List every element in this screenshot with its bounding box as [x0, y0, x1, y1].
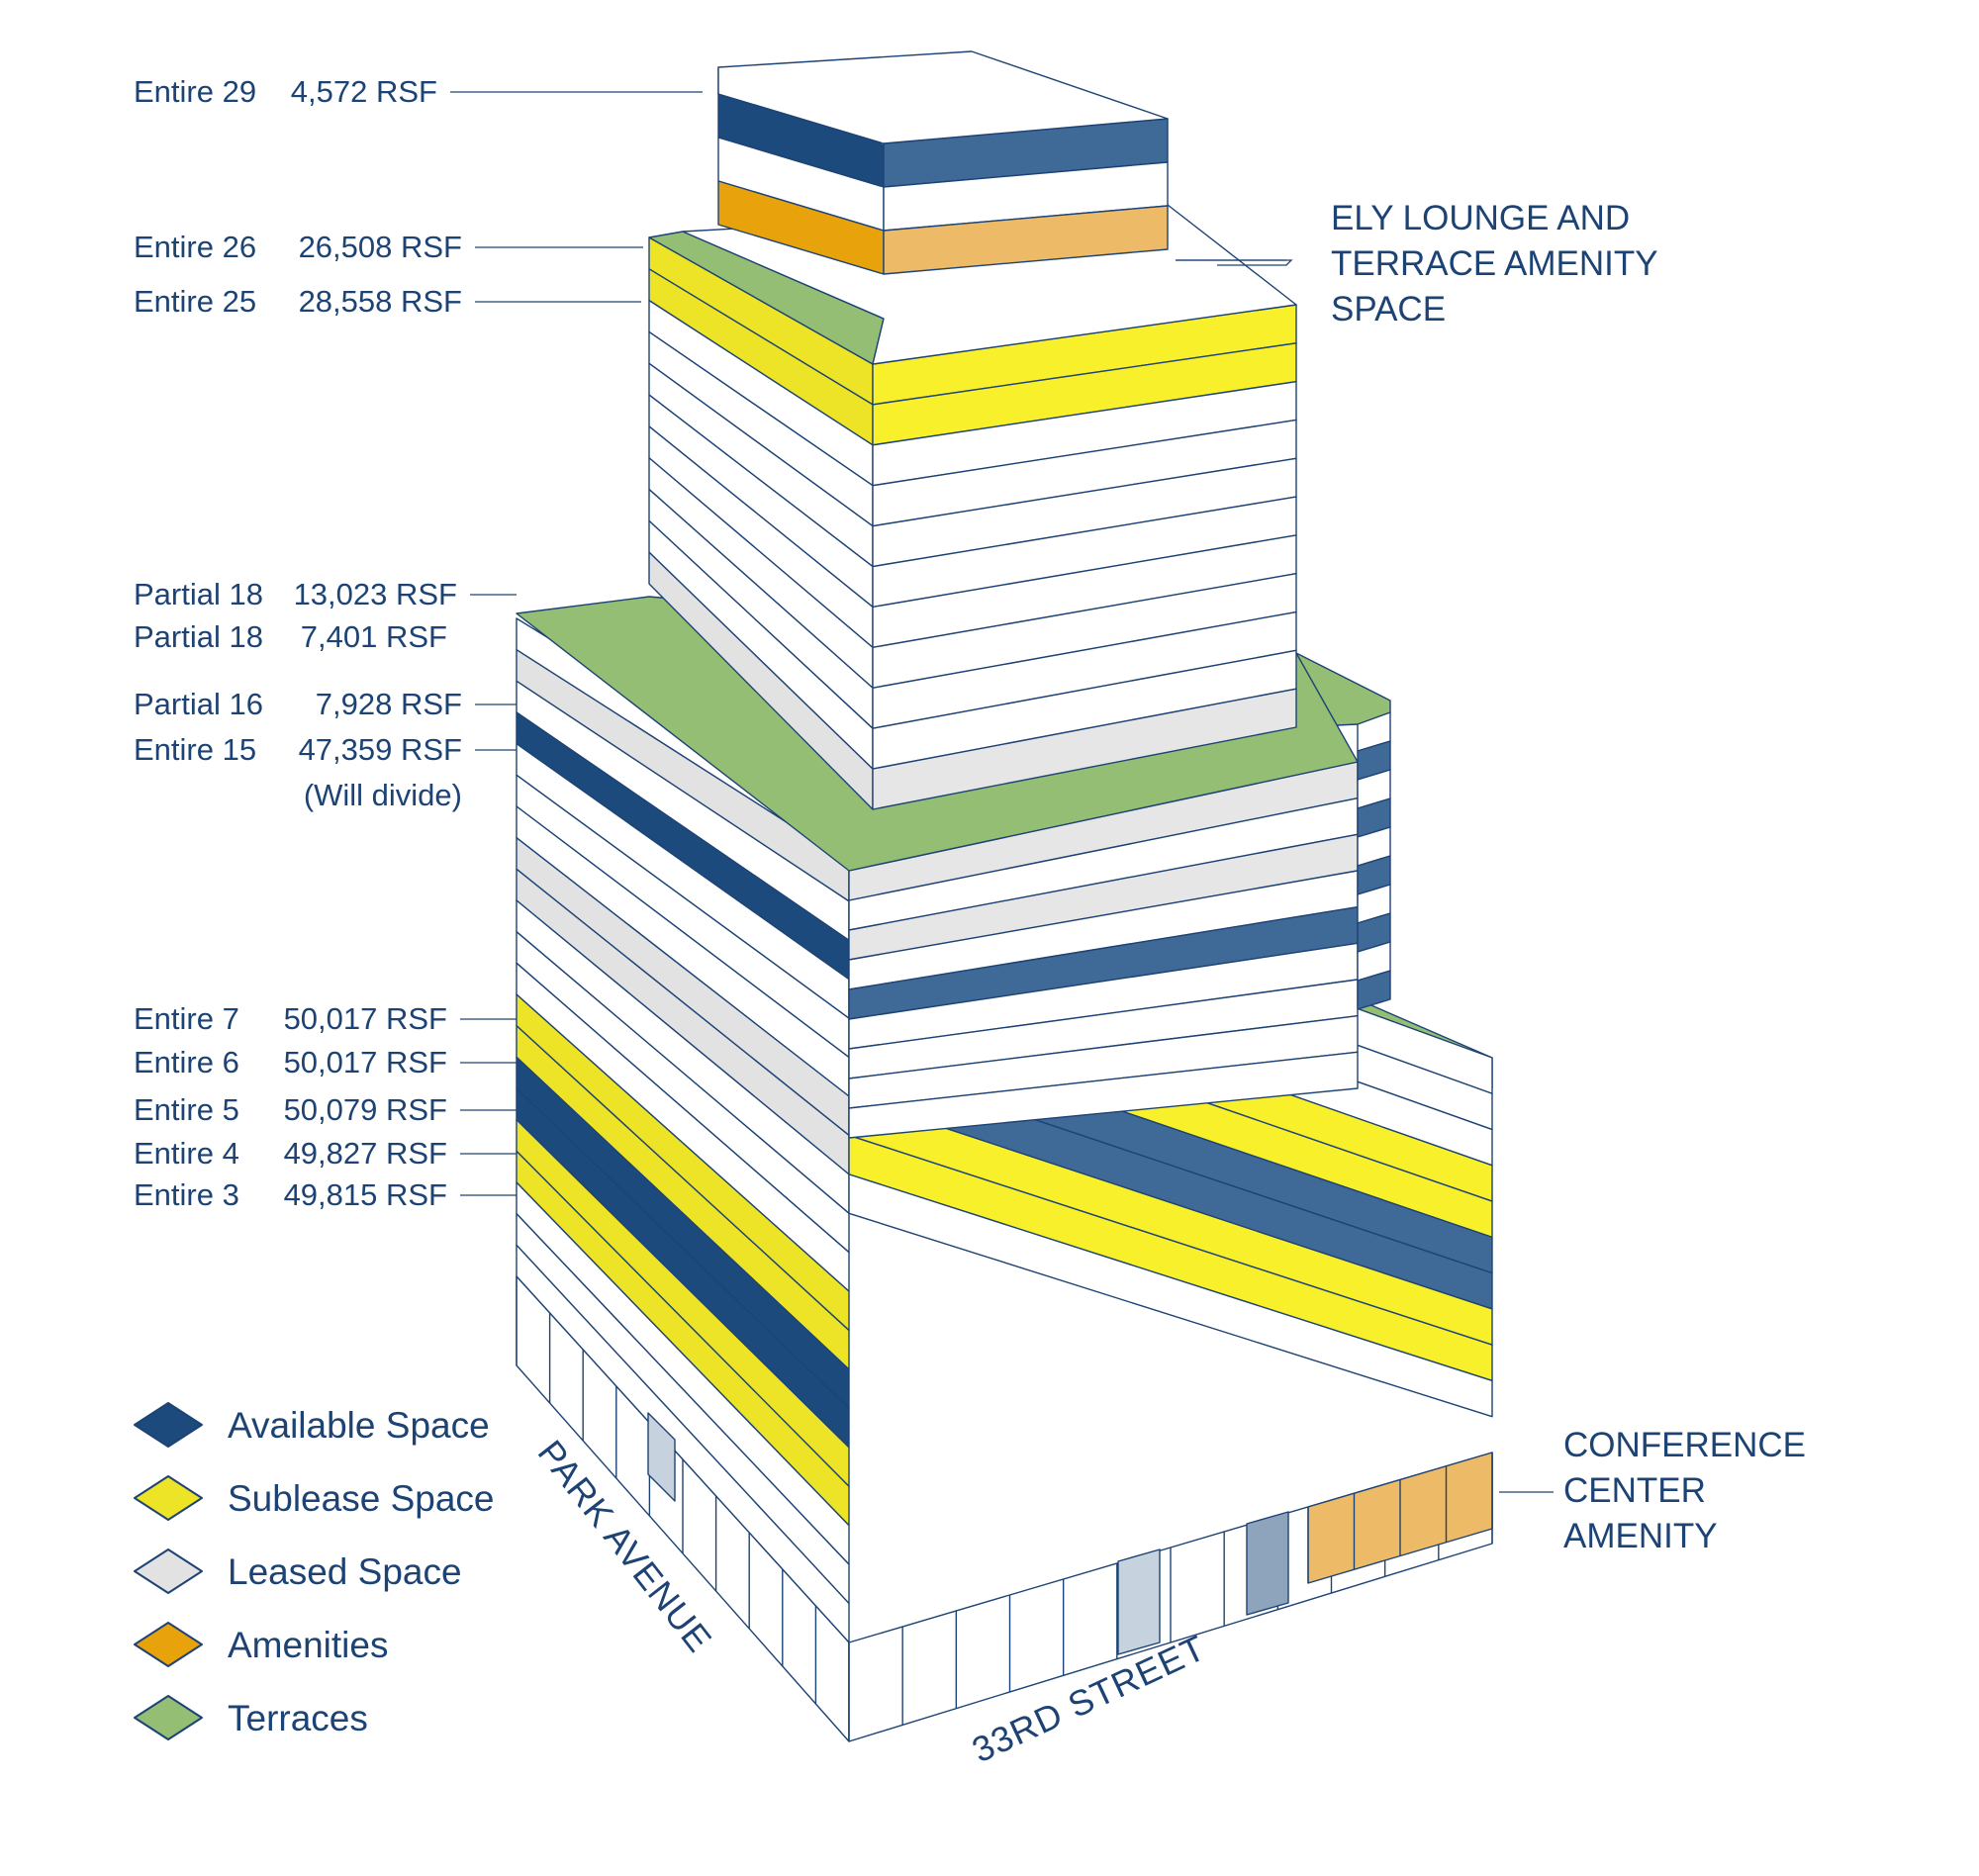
- conference-callout-line: CENTER: [1563, 1471, 1706, 1510]
- legend-label: Available Space: [228, 1405, 490, 1446]
- floor-label-area: 7,401 RSF: [301, 619, 447, 654]
- conference-callout-line: AMENITY: [1563, 1517, 1718, 1555]
- building-isometric: [516, 50, 1493, 1742]
- legend-swatch-amenities: [134, 1622, 203, 1667]
- floor-label-name: Entire 5: [134, 1092, 239, 1127]
- floor-label-name: Partial 16: [134, 687, 263, 721]
- conference-callout-line: CONFERENCE: [1563, 1426, 1806, 1464]
- ground-floor: [516, 1275, 1493, 1742]
- legend-swatch-terraces: [134, 1695, 203, 1740]
- legend-label: Terraces: [228, 1698, 368, 1738]
- floor-label-name: Entire 3: [134, 1177, 239, 1212]
- floor-band-right: [872, 688, 1297, 810]
- penthouse-band-right: [883, 205, 1169, 275]
- door-left: [647, 1412, 676, 1502]
- floor-label-area: 50,079 RSF: [284, 1092, 447, 1127]
- floor-label-name: Entire 7: [134, 1001, 239, 1036]
- floor-label-name: Partial 18: [134, 619, 263, 654]
- floor-label-name: Partial 18: [134, 577, 263, 611]
- floor-label-name: Entire 25: [134, 284, 256, 319]
- floor-label-area: 47,359 RSF: [299, 732, 462, 767]
- floor-band-right: [848, 1173, 1493, 1418]
- legend-label: Leased Space: [228, 1551, 462, 1592]
- ely-lounge-callout-line: TERRACE AMENITY: [1331, 244, 1658, 283]
- floor-labels: Entire 29 4,572 RSF Entire 26 26,508 RSF Ent…: [134, 74, 703, 1212]
- legend-swatch-sublease: [134, 1475, 203, 1521]
- floor-label-name: Entire 29: [134, 74, 256, 109]
- door-right-2: [1246, 1511, 1289, 1616]
- floor-label-name: Entire 15: [134, 732, 256, 767]
- floor-label-area: 49,815 RSF: [284, 1177, 447, 1212]
- floor-label-name: Entire 4: [134, 1136, 239, 1171]
- ely-lounge-callout-line: SPACE: [1331, 290, 1446, 328]
- legend-swatch-leased: [134, 1548, 203, 1594]
- floor-band-right: [848, 1051, 1359, 1139]
- floor-label-area: 26,508 RSF: [299, 230, 462, 264]
- floor-label-area: 13,023 RSF: [294, 577, 457, 611]
- legend-label: Amenities: [228, 1625, 388, 1665]
- wing-band: [1357, 970, 1391, 1010]
- floor-label-name: Entire 26: [134, 230, 256, 264]
- floor-label-name: Entire 6: [134, 1045, 239, 1079]
- floor-label-area: 50,017 RSF: [284, 1045, 447, 1079]
- door-right: [1117, 1548, 1161, 1655]
- floor-label-area: 28,558 RSF: [299, 284, 462, 319]
- penthouse-roof: [717, 50, 1169, 144]
- floor-label-area: 49,827 RSF: [284, 1136, 447, 1171]
- floor-label-note: (Will divide): [304, 778, 462, 812]
- floor-label-area: 7,928 RSF: [316, 687, 462, 721]
- amenity-callouts: ELY LOUNGE AND TERRACE AMENITY SPACE CONFER…: [1176, 199, 1806, 1555]
- ely-lounge-callout-line: ELY LOUNGE AND: [1331, 199, 1630, 237]
- legend-swatch-available: [134, 1402, 203, 1448]
- floor-label-area: 4,572 RSF: [291, 74, 437, 109]
- floor-label-area: 50,017 RSF: [284, 1001, 447, 1036]
- legend-label: Sublease Space: [228, 1478, 494, 1519]
